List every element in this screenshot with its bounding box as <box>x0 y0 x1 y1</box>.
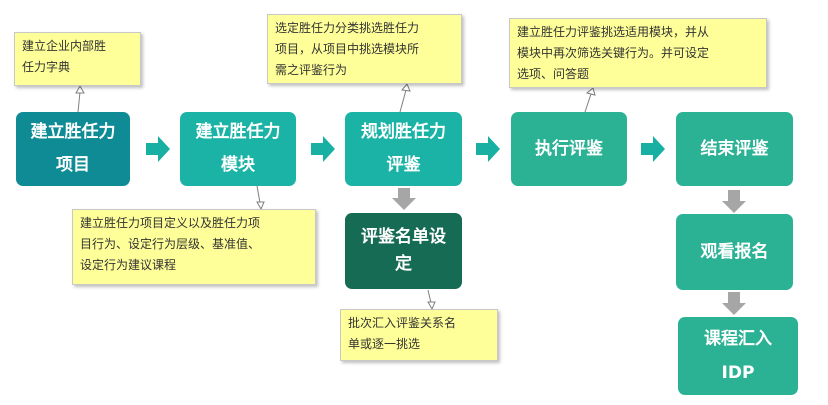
note-import-relations: 批次汇入评鉴关系名 单或逐一挑选 <box>340 309 498 361</box>
process-box-build-module: 建立胜任力 模块 <box>180 112 296 186</box>
box-label: 观看报名 <box>700 241 769 262</box>
callout-line-n3 <box>584 93 592 113</box>
note-select-behaviors: 选定胜任力分类挑选胜任力 项目，从项目中挑选模块所 需之评鉴行为 <box>267 14 462 84</box>
note-line: 建立企业内部胜 <box>22 39 107 53</box>
process-box-plan-evaluation: 规划胜任力 评鉴 <box>345 112 462 186</box>
box-label: 建立胜任力 <box>30 122 116 142</box>
down-arrow-b7-b8 <box>722 292 746 315</box>
flow-arrow-2-3 <box>311 136 335 162</box>
process-box-set-evaluation-list: 评鉴名单设 定 <box>345 213 462 289</box>
callout-line-n4 <box>256 185 261 204</box>
callout-head-n4 <box>256 201 265 211</box>
box-label: IDP <box>721 363 755 383</box>
note-line: 需之评鉴行为 <box>275 63 348 77</box>
note-line: 选定胜任力分类挑选胜任力 <box>275 21 420 35</box>
box-label: 定 <box>395 254 412 274</box>
note-line: 建立胜任力评鉴挑选适用模块，并从 <box>517 25 710 39</box>
flow-arrow-3-4 <box>476 136 500 162</box>
callout-head-n1 <box>75 84 85 94</box>
callout-head-n3 <box>585 87 596 96</box>
box-label: 课程汇入 <box>704 329 772 349</box>
flow-arrow-1-2 <box>146 136 170 162</box>
callout-line-n5 <box>427 289 432 304</box>
box-label: 评鉴 <box>386 155 421 175</box>
callout-line-n1 <box>77 91 81 113</box>
flow-arrow-4-5 <box>641 136 665 162</box>
note-line: 模块中再次筛选关键行为。并可设定 <box>517 46 710 60</box>
box-label: 模块 <box>221 155 255 175</box>
process-box-import-course-idp: 课程汇入 IDP <box>678 317 798 395</box>
note-select-modules: 建立胜任力评鉴挑选适用模块，并从 模块中再次筛选关键行为。并可设定 选项、问答题 <box>509 18 767 88</box>
box-label: 建立胜任力 <box>195 122 281 142</box>
note-line: 任力字典 <box>22 60 71 74</box>
box-label: 执行评鉴 <box>535 138 603 159</box>
note-line: 项目，从项目中挑选模块所 <box>275 42 420 56</box>
down-arrow-b5-b7 <box>722 190 746 213</box>
down-arrow-b3-b6 <box>392 188 416 210</box>
process-box-build-project: 建立胜任力 项目 <box>16 112 130 186</box>
note-line: 建立胜任力项目定义以及胜任力项 <box>80 216 261 230</box>
callout-line-n2 <box>399 89 407 113</box>
note-build-dictionary: 建立企业内部胜 任力字典 <box>14 32 141 86</box>
box-label: 规划胜任力 <box>361 122 446 142</box>
process-box-end-evaluation: 结束评鉴 <box>676 112 793 186</box>
note-line: 设定行为建议课程 <box>80 258 177 272</box>
process-box-view-report: 观看报名 <box>676 214 793 290</box>
note-line: 单或逐一挑选 <box>348 337 421 351</box>
box-label: 结束评鉴 <box>700 138 769 159</box>
box-label: 项目 <box>56 155 90 175</box>
callout-head-n5 <box>427 301 436 311</box>
callout-head-n2 <box>401 83 411 92</box>
note-line: 批次汇入评鉴关系名 <box>348 316 457 330</box>
note-line: 选项、问答题 <box>517 67 590 81</box>
box-label: 评鉴名单设 <box>361 227 446 247</box>
note-line: 目行为、设定行为层级、基准值、 <box>80 237 261 251</box>
note-define-project: 建立胜任力项目定义以及胜任力项 目行为、设定行为层级、基准值、 设定行为建议课程 <box>72 209 316 285</box>
process-box-execute-evaluation: 执行评鉴 <box>511 112 627 186</box>
